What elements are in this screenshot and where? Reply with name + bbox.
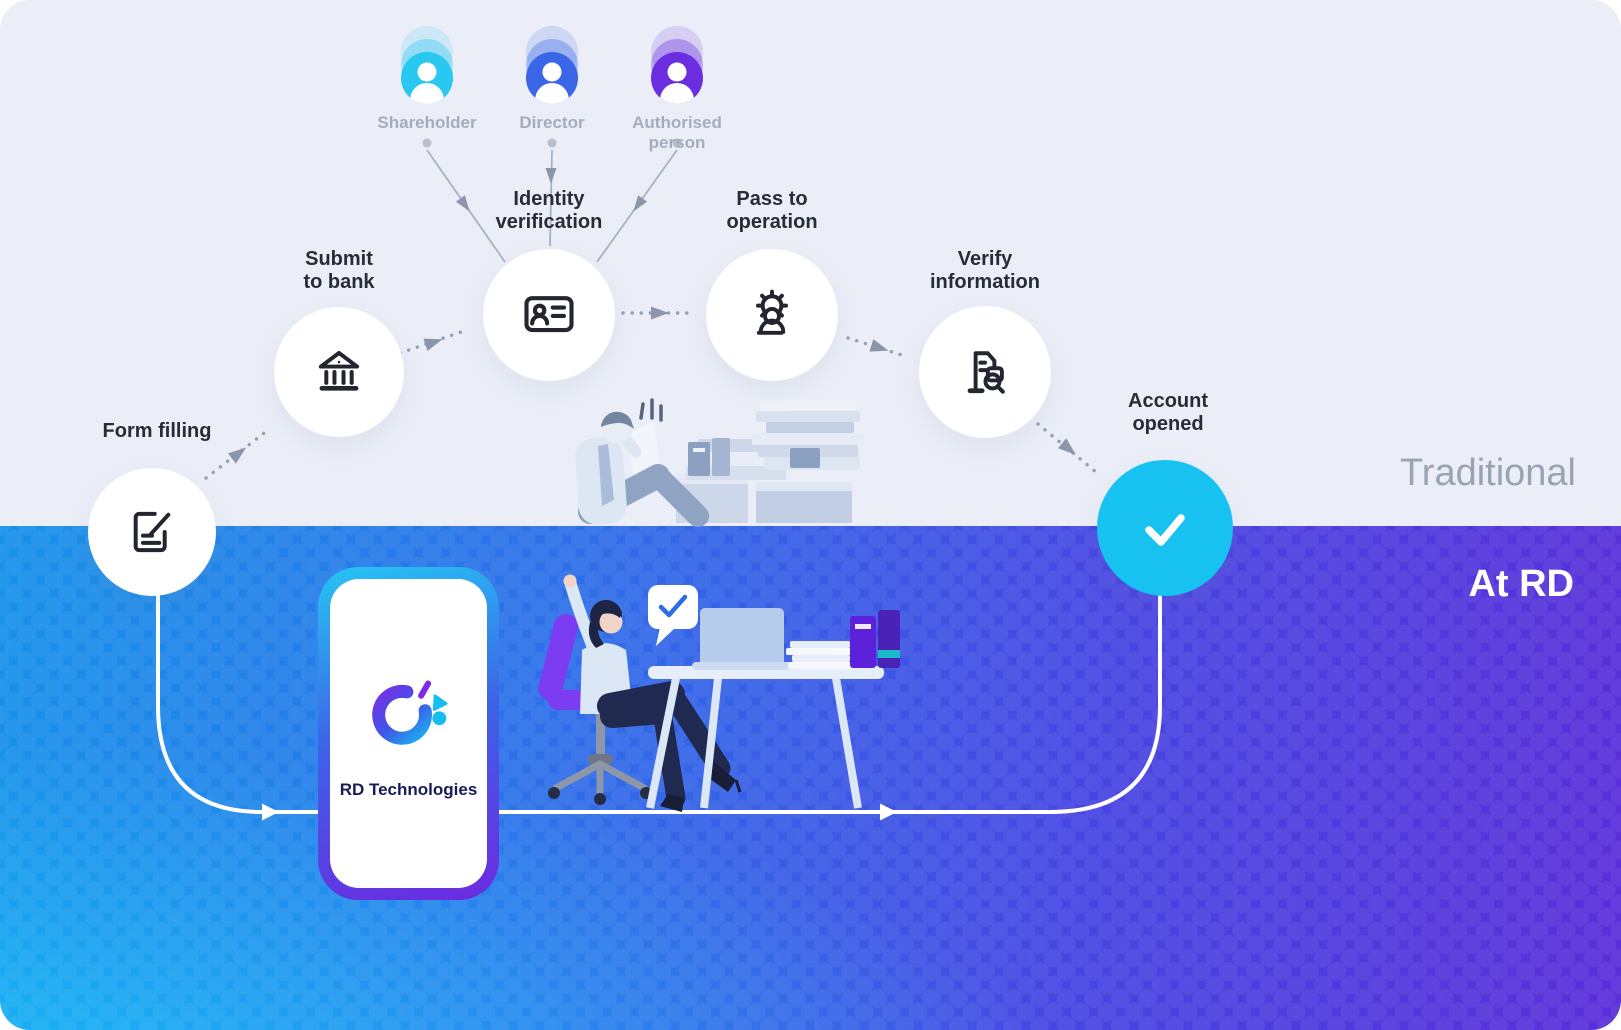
- persona-label: Director: [519, 113, 585, 132]
- persona-label: Authorised person: [632, 113, 722, 152]
- step-circle-account-opened: [1097, 460, 1233, 596]
- at-rd-section-background: [0, 526, 1621, 1030]
- traditional-section-title: Traditional: [1399, 452, 1576, 494]
- id-card-icon: [524, 296, 574, 333]
- phone-screen: RD Technologies: [330, 579, 487, 888]
- rd-technologies-logo-icon: [371, 680, 448, 745]
- step-circle-identity-verification: [483, 249, 615, 381]
- step-label-verify-information: Verify information: [930, 248, 1040, 294]
- step-circle-verify-information: [919, 306, 1051, 438]
- step-label-identity-verification: Identity verification: [495, 188, 603, 234]
- step-label-submit-to-bank: Submit to bank: [303, 248, 375, 294]
- persona-label: Shareholder: [377, 113, 477, 132]
- step-circle-form-filling: [88, 468, 216, 596]
- check-icon: [1145, 514, 1185, 546]
- form-edit-icon: [133, 511, 171, 553]
- authorised-person-icon: [651, 26, 703, 104]
- step-label-account-opened: Account opened: [1128, 390, 1208, 436]
- persona-director: Director: [482, 22, 622, 133]
- step-label-form-filling: Form filling: [102, 420, 212, 442]
- bank-icon: [318, 350, 360, 391]
- building-search-icon: [967, 351, 1005, 394]
- shareholder-person-icon: [401, 26, 453, 104]
- persona-shareholder: Shareholder: [357, 22, 497, 133]
- step-label-pass-to-operation: Pass to operation: [726, 188, 818, 234]
- step-circle-submit-to-bank: [274, 307, 404, 437]
- persona-authorised: Authorised person: [607, 22, 747, 153]
- director-person-icon: [526, 26, 578, 104]
- gear-person-icon: [755, 289, 789, 335]
- at-rd-section-title: At RD: [1468, 563, 1574, 605]
- rd-app-phone: RD Technologies: [318, 567, 499, 900]
- step-circle-pass-to-operation: [706, 249, 838, 381]
- rd-technologies-brand-name: RD Technologies: [339, 779, 478, 799]
